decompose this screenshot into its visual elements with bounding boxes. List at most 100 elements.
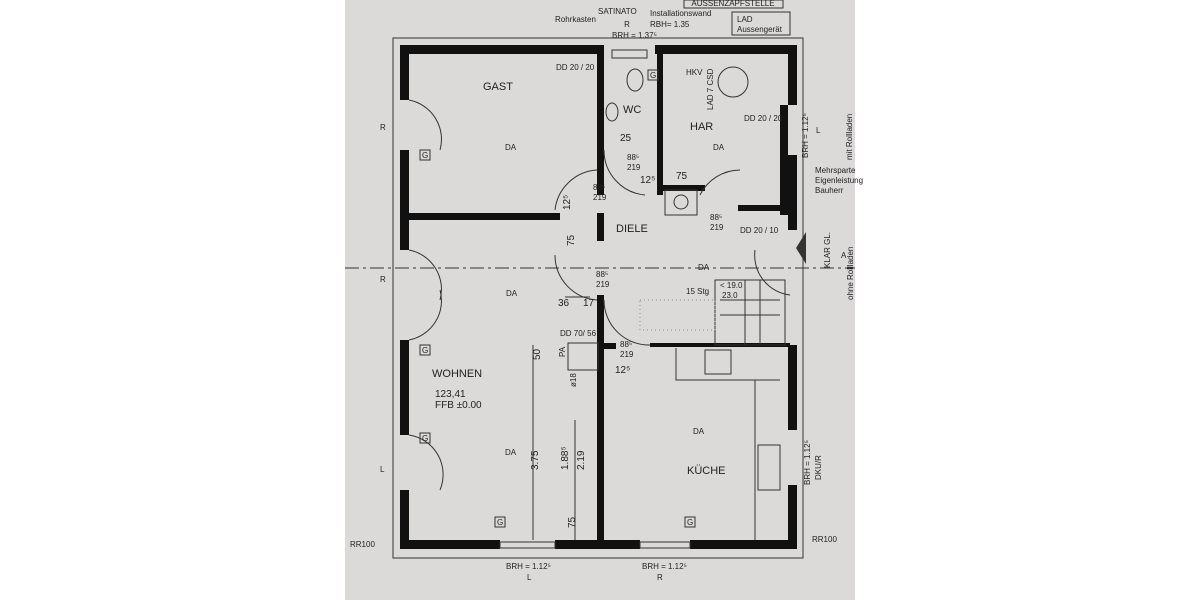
gast-dd: DD 20 / 20 — [556, 63, 595, 72]
brh-right: BRH = 1.12⁵ — [801, 113, 810, 158]
svg-text:G: G — [687, 518, 693, 527]
outer-outline — [392, 37, 804, 559]
svg-text:G: G — [497, 518, 503, 527]
aussenzapfstelle-label: AUSSENZAPFSTELLE — [691, 0, 774, 8]
mehrsparte: Mehrsparte — [815, 166, 856, 175]
diele-da: DA — [698, 263, 710, 272]
wohnen-da1: DA — [506, 289, 518, 298]
flue-diameter: ø18 — [569, 373, 578, 387]
stove-icon — [567, 342, 599, 371]
kitchen-counter — [675, 348, 780, 540]
dim-75: 75 — [567, 516, 578, 528]
wc-dim2: 12⁵ — [640, 175, 655, 186]
brh-kueche: BRH = 1.12⁵ — [803, 440, 812, 485]
rr100-left: RR100 — [350, 540, 375, 549]
exterior-walls — [400, 45, 797, 549]
room-wc: WC — [623, 104, 641, 116]
brh-bottom2: BRH = 1.12⁵ — [642, 562, 687, 571]
section-mark: A — [841, 251, 847, 260]
pa-label: PA — [558, 346, 567, 357]
cooktop-icon — [704, 349, 732, 375]
eigenleistung: Eigenleistung — [815, 176, 863, 185]
diele-dim2: 75 — [566, 234, 577, 246]
svg-text:G: G — [422, 151, 428, 160]
mit-rollladen: mit Rollladen — [845, 114, 854, 160]
har-dd: DD 20 / 20 — [744, 114, 783, 123]
window-type-left2: R — [380, 275, 386, 284]
room-gast: GAST — [483, 81, 513, 93]
har-da: DA — [713, 143, 725, 152]
diele-door-width: 88⁵ — [593, 183, 605, 192]
room-wohnen: WOHNEN — [432, 368, 482, 380]
wohnen-area: 123,41 — [435, 389, 466, 400]
washbasin-icon — [605, 102, 619, 122]
stairs-rise: < 19.0 — [720, 281, 743, 290]
room-diele: DIELE — [616, 223, 648, 235]
wohnen-da2: DA — [505, 448, 517, 457]
brh-top: BRH = 1.37⁵ — [612, 31, 657, 40]
lad-label: LAD — [737, 15, 753, 24]
g-markers: G G G G G G — [419, 69, 696, 528]
window-type-top: R — [624, 20, 630, 29]
har-dim: 75 — [676, 171, 688, 182]
har-door-width: 88⁵ — [710, 213, 722, 222]
satinato-label: SATINATO — [598, 7, 637, 16]
svg-text:G: G — [422, 346, 428, 355]
window-type-bottom1: L — [527, 573, 532, 582]
dim-375: 3.75 — [530, 450, 541, 470]
dim-188: 1.88⁵ — [560, 446, 571, 470]
aussenzapfstelle-box — [683, 0, 784, 9]
dimension-lines — [532, 296, 590, 540]
har-hkv: HKV — [686, 68, 703, 77]
toilet-icon — [626, 68, 644, 92]
dim-17: 17 — [583, 298, 595, 309]
diele-dim1: 12⁵ — [562, 195, 573, 210]
klar-gl: KLAR GL. — [823, 232, 832, 268]
window-type-right: L — [816, 126, 821, 135]
svg-text:G: G — [422, 434, 428, 443]
wc-dim: 25 — [620, 133, 632, 144]
door-swings — [408, 49, 791, 549]
window-type-left1: R — [380, 123, 386, 132]
dim-219: 2.19 — [576, 450, 587, 470]
drum-icon — [673, 194, 689, 210]
heat-pump-icon — [717, 66, 749, 98]
wc-door-height: 219 — [627, 163, 641, 172]
room-kueche: KÜCHE — [687, 465, 726, 477]
gast-da: DA — [505, 143, 517, 152]
brh-bottom1: BRH = 1.12⁵ — [506, 562, 551, 571]
diele-door2-width: 88⁵ — [596, 270, 608, 279]
dim-50: 50 — [532, 348, 543, 360]
dkur: DKU/R — [814, 455, 823, 480]
entrance-arrow-icon — [796, 232, 806, 264]
kueche-da: DA — [693, 427, 705, 436]
stove-dd: DD 70/ 56 — [560, 329, 597, 338]
diele-door-height: 219 — [593, 193, 607, 202]
installationswand-label: Installationswand — [650, 9, 711, 18]
aussengeraet-label: Aussengerät — [737, 25, 783, 34]
lad-box — [731, 11, 791, 36]
rbh-label: RBH= 1.35 — [650, 20, 690, 29]
wc-door-width: 88⁵ — [627, 153, 639, 162]
sink-icon — [757, 444, 781, 491]
ohne-rollladen: ohne Rollladen — [846, 247, 855, 300]
har-lad: LAD 7 CSD — [706, 68, 715, 110]
bauherr: Bauherr — [815, 186, 844, 195]
rohrkasten-label: Rohrkasten — [555, 15, 596, 24]
wohnen-ffb: FFB ±0.00 — [435, 400, 482, 411]
kueche-door-width: 88⁵ — [620, 340, 632, 349]
dim-36: 36 — [558, 298, 570, 309]
svg-text:G: G — [650, 71, 656, 80]
window-type-bottom2: R — [657, 573, 663, 582]
rr100-right: RR100 — [812, 535, 837, 544]
diele-door2-height: 219 — [596, 280, 610, 289]
kueche-dim: 12⁵ — [615, 365, 630, 376]
window-type-left3: L — [380, 465, 385, 474]
stairs-run: 23.0 — [722, 291, 738, 300]
room-har: HAR — [690, 121, 713, 133]
staircase — [714, 279, 786, 346]
har-door-height: 219 — [710, 223, 724, 232]
stairs-count: 15 Stg — [686, 287, 709, 296]
har-dd2: DD 20 / 10 — [740, 226, 779, 235]
